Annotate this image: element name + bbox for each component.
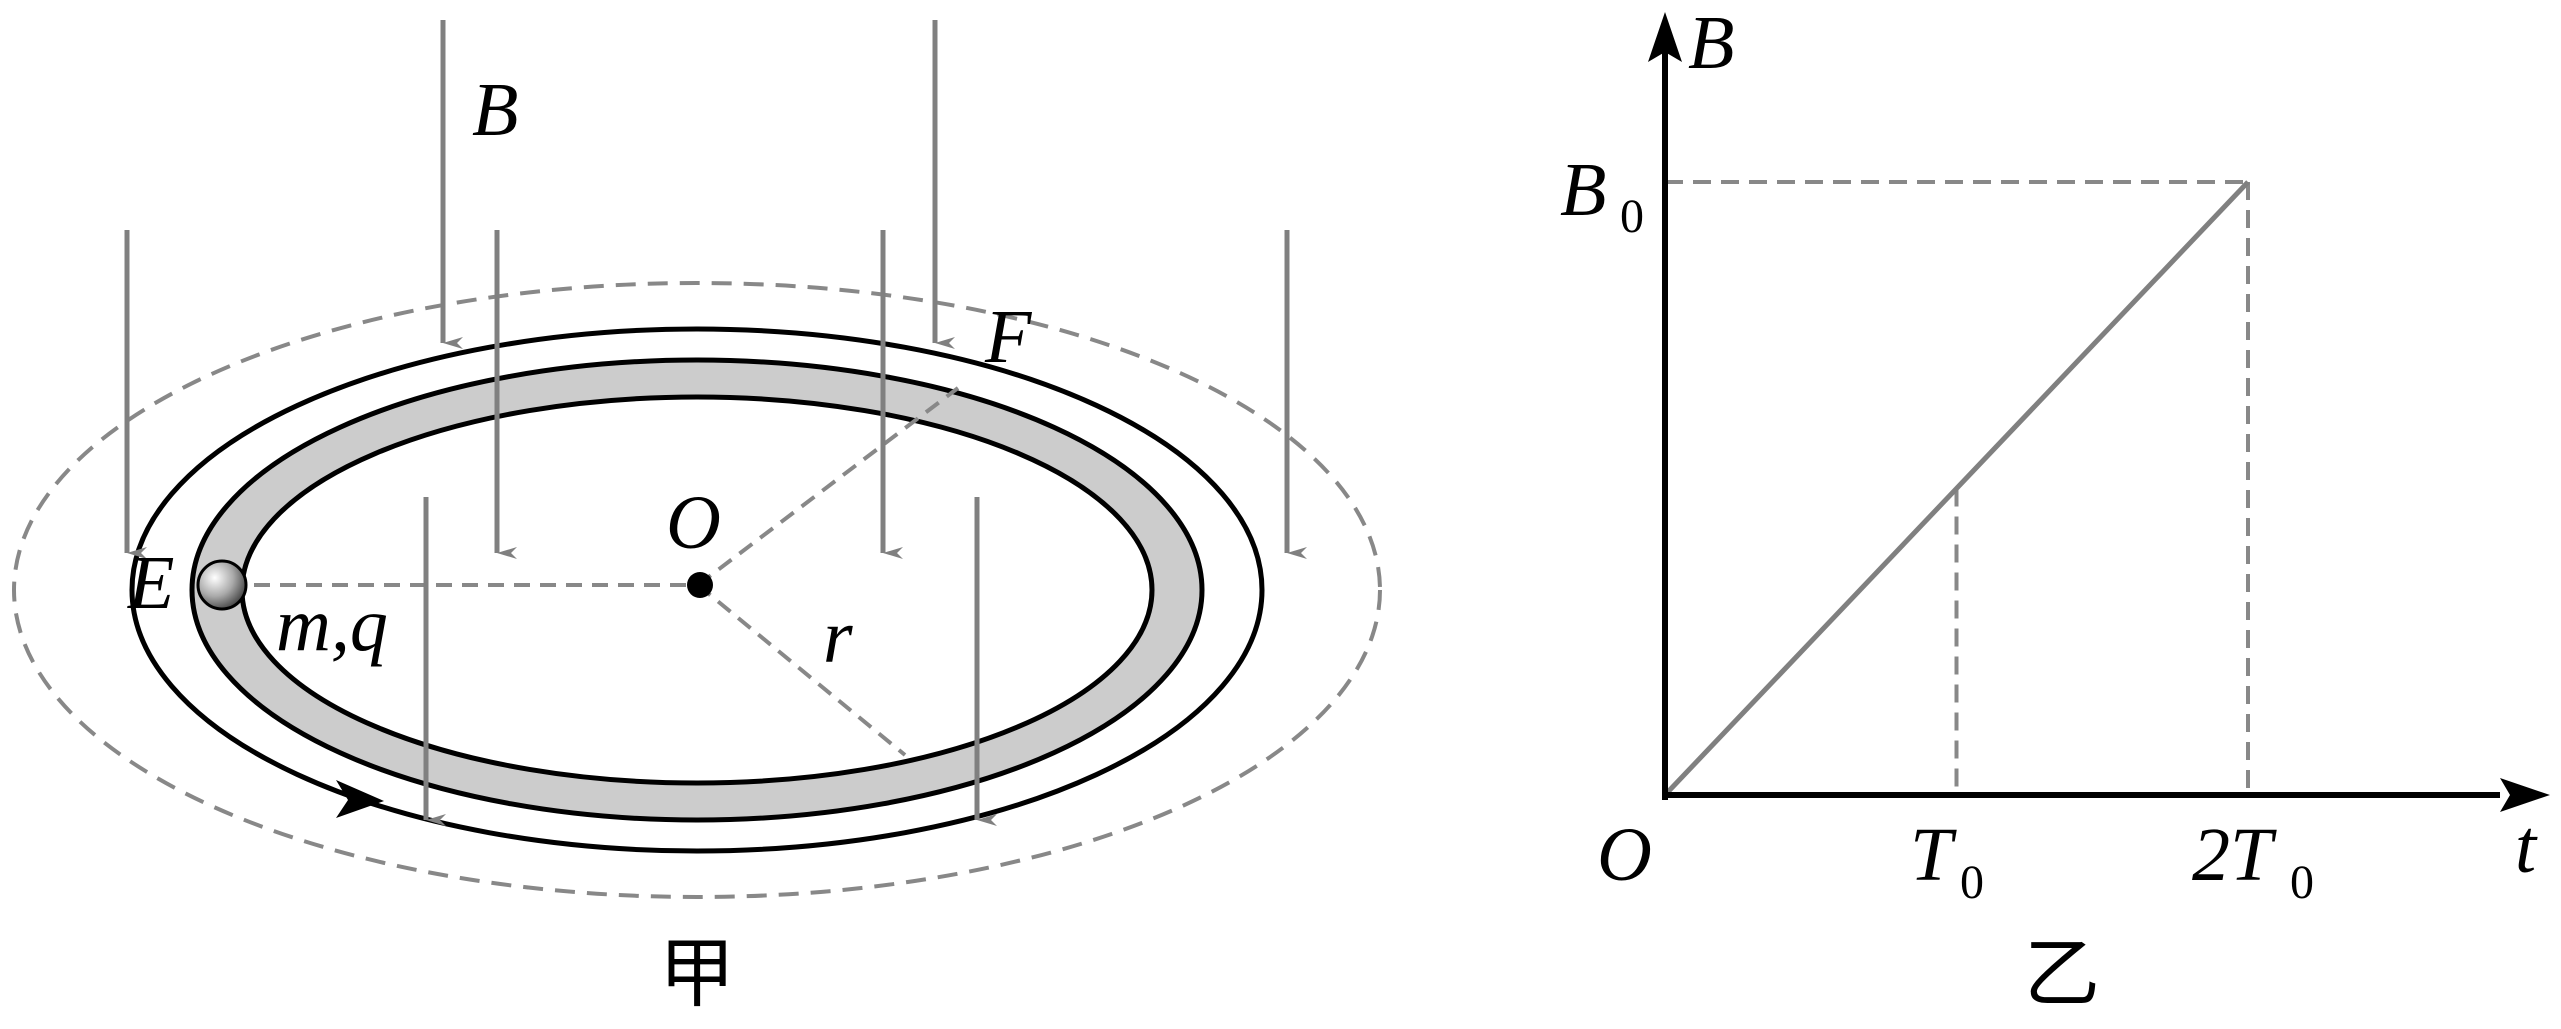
charged-ball [196,559,248,611]
center-point [687,572,713,598]
radius-label: r [823,595,853,679]
x-tick-2t0: 2T 0 [2192,813,2314,909]
origin-label: O [1597,813,1652,897]
x-tick1-subscript: 0 [1960,856,1984,909]
x-axis-arrow-icon [2500,778,2550,812]
caption-b: 乙 [2024,929,2100,1018]
center-label: O [666,481,721,565]
y-tick-b0: B 0 [1560,148,1644,243]
series-line [1663,180,2250,797]
figure-b: B t O B 0 T 0 2T 0 乙 [1560,1,2550,1018]
y-axis-arrow-icon [1648,12,1682,62]
y-tick-label: B [1560,148,1606,232]
caption-a: 甲 [659,929,735,1018]
field-label: B [472,68,518,152]
magnetic-field-arrows [124,20,1307,826]
field-boundary-ellipse [12,281,1382,899]
outer-ring [129,326,1265,854]
y-tick-subscript: 0 [1620,190,1644,243]
x-tick-t0: T 0 [1910,813,1984,909]
point-e-label: E [127,541,174,625]
x-axis-label: t [2515,805,2538,889]
figure-a: B O F E m,q r 甲 [12,20,1382,1018]
x-tick1-label: T [1910,813,1957,897]
radius-line-r [696,583,907,757]
x-tick2-label: 2T [2192,813,2277,897]
x-tick2-subscript: 0 [2290,856,2314,909]
radius-line-f [696,386,960,587]
motion-direction-arrow-icon [336,780,384,818]
particle-label: m,q [276,583,388,667]
point-f-label: F [984,295,1033,379]
y-axis-label: B [1688,1,1734,85]
